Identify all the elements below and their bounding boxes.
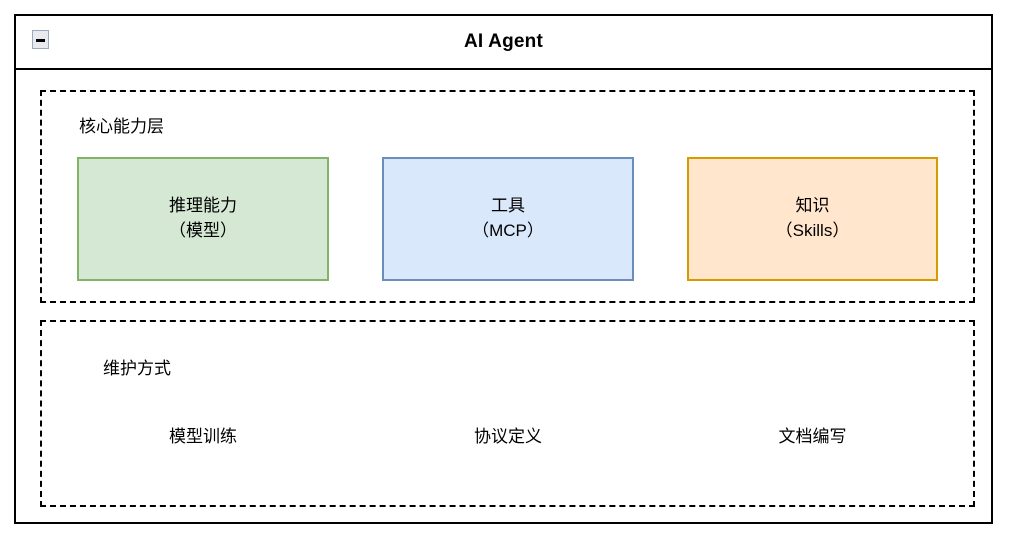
- capability-box-knowledge[interactable]: 知识 （Skills）: [687, 157, 938, 281]
- capability-box-knowledge-line2: （Skills）: [775, 221, 850, 240]
- maintenance-item-documentation-writing: 文档编写: [778, 427, 847, 446]
- capability-box-reasoning-line2: （模型）: [169, 221, 237, 240]
- capability-box-tools[interactable]: 工具 （MCP）: [382, 157, 634, 281]
- maintenance-item-model-training: 模型训练: [169, 427, 237, 446]
- capability-box-reasoning-line1: 推理能力: [169, 196, 237, 216]
- section-core-capability-label: 核心能力层: [79, 117, 164, 136]
- maintenance-item-protocol-definition: 协议定义: [474, 427, 542, 446]
- ai-agent-container: AI Agent 核心能力层 推理能力 （模型） 工具 （MCP） 知识 （Sk…: [14, 14, 993, 524]
- maintenance-items-row: 模型训练 协议定义 文档编写: [42, 422, 973, 452]
- minus-icon: [36, 39, 45, 42]
- section-core-capability: 核心能力层 推理能力 （模型） 工具 （MCP） 知识 （Skills）: [40, 90, 975, 303]
- capability-box-knowledge-line1: 知识: [795, 196, 830, 216]
- ai-agent-title-bar: AI Agent: [16, 16, 991, 70]
- capability-box-tools-line1: 工具: [491, 196, 525, 216]
- section-maintenance-method: 维护方式 模型训练 协议定义 文档编写: [40, 320, 975, 507]
- capability-box-reasoning[interactable]: 推理能力 （模型）: [77, 157, 329, 281]
- collapse-toggle-button[interactable]: [32, 30, 49, 49]
- capability-box-tools-line2: （MCP）: [472, 221, 544, 240]
- page-title: AI Agent: [463, 31, 543, 52]
- section-maintenance-method-label: 维护方式: [103, 359, 171, 378]
